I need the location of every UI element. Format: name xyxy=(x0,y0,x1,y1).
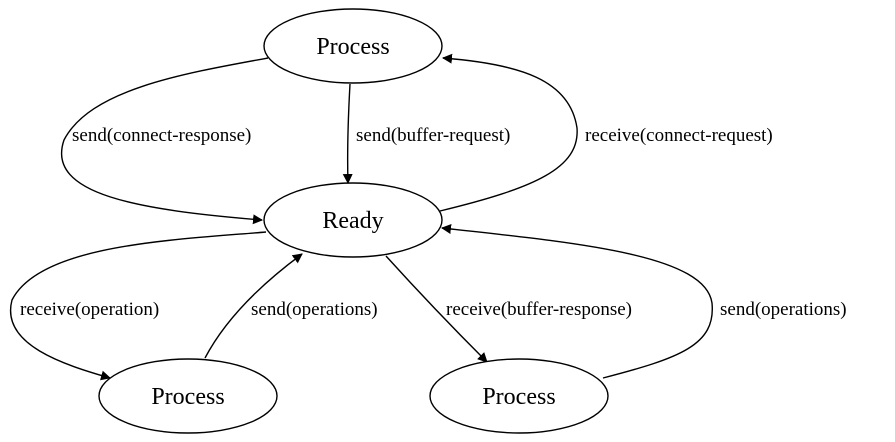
edge-send-operations-left-label: send(operations) xyxy=(251,299,378,320)
edge-send-connect-response: send(connect-response) xyxy=(61,57,269,225)
node-ready-label: Ready xyxy=(322,208,383,234)
edge-send-buffer-request-label: send(buffer-request) xyxy=(356,125,510,146)
node-process-top-label: Process xyxy=(316,34,389,60)
node-process-left: Process xyxy=(98,358,278,434)
edge-receive-connect-request-label: receive(connect-request) xyxy=(585,125,773,146)
edge-receive-operation-label: receive(operation) xyxy=(20,299,159,320)
edge-send-operations-right: send(operations) xyxy=(441,224,847,379)
edge-send-operations-left-line xyxy=(204,253,303,359)
edge-receive-buffer-response-line xyxy=(385,255,488,363)
node-process-right-ellipse xyxy=(429,358,609,434)
edge-receive-buffer-response: receive(buffer-response) xyxy=(385,255,632,363)
edge-send-operations-right-line xyxy=(441,224,713,379)
edge-receive-connect-request: receive(connect-request) xyxy=(439,53,773,212)
edge-send-operations-right-label: send(operations) xyxy=(720,299,847,320)
node-ready: Ready xyxy=(263,182,443,258)
node-process-left-ellipse xyxy=(98,358,278,434)
edge-send-connect-response-line xyxy=(61,57,269,225)
edge-receive-operation-line xyxy=(9,231,267,381)
edge-send-buffer-request-line xyxy=(342,83,353,184)
node-process-right: Process xyxy=(429,358,609,434)
node-process-right-label: Process xyxy=(482,384,555,410)
node-process-left-label: Process xyxy=(151,384,224,410)
node-process-top-ellipse xyxy=(263,8,443,84)
edge-send-operations-left: send(operations) xyxy=(204,253,378,359)
node-ready-ellipse xyxy=(263,182,443,258)
edge-receive-operation: receive(operation) xyxy=(9,231,267,381)
edge-send-buffer-request: send(buffer-request) xyxy=(342,83,510,184)
edge-receive-buffer-response-label: receive(buffer-response) xyxy=(446,299,632,320)
node-process-top: Process xyxy=(263,8,443,84)
edge-send-connect-response-label: send(connect-response) xyxy=(72,125,251,146)
edge-receive-connect-request-line xyxy=(439,53,578,212)
